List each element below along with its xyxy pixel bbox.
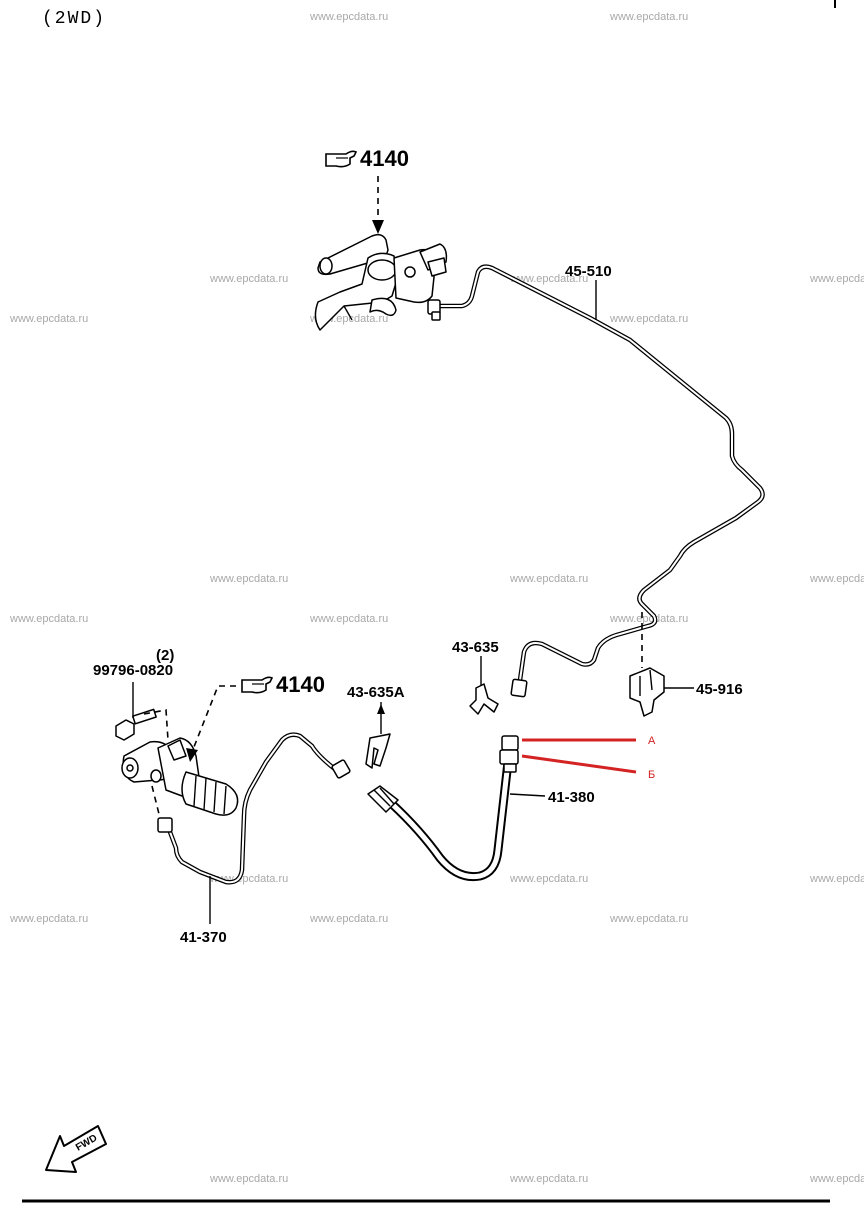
watermark: www.epcdata.ru [609,913,688,925]
part-label-99796-0820[interactable]: 99796-0820 [93,662,173,679]
watermark: www.epcdata.ru [309,913,388,925]
marker-label-a: А [648,735,656,747]
watermark: www.epcdata.ru [509,873,588,885]
watermark: www.epcdata.ru [9,613,88,625]
arrowhead [372,220,384,234]
watermark: www.epcdata.ru [809,573,864,585]
arrowhead [186,748,198,762]
part-label-43-635a[interactable]: 43-635A [347,684,405,701]
arrowhead [377,704,385,714]
bracket-45-916[interactable] [629,667,665,717]
pipe-41-370[interactable] [157,732,351,885]
release-cylinder[interactable] [121,737,239,816]
watermark: www.epcdata.ru [609,313,688,325]
hand-pointer-icon [325,150,358,168]
watermark-layer: www.epcdata.ru www.epcdata.ru www.epcdat… [9,11,864,1185]
watermark: www.epcdata.ru [509,273,588,285]
marker-line-b [521,754,637,774]
watermark: www.epcdata.ru [509,1173,588,1185]
watermark: www.epcdata.ru [9,913,88,925]
watermark: www.epcdata.ru [209,1173,288,1185]
part-label-43-635[interactable]: 43-635 [452,639,499,656]
part-label-41-380[interactable]: 41-380 [548,789,595,806]
part-label-41-370[interactable]: 41-370 [180,929,227,946]
marker-label-b: Б [648,769,655,781]
part-label-45-510[interactable]: 45-510 [565,263,612,280]
diagram-variant-label: (2WD) [42,9,106,29]
watermark: www.epcdata.ru [609,613,688,625]
master-cylinder[interactable] [314,233,448,331]
part-qty-bolt: (2) [156,647,174,664]
watermark: www.epcdata.ru [209,573,288,585]
fwd-arrow-icon [45,1125,107,1173]
leader-4140-bottom [191,685,236,753]
part-ref-4140-bottom[interactable]: 4140 [276,672,325,697]
hand-pointer-icon [241,676,274,694]
watermark: www.epcdata.ru [9,313,88,325]
watermark: www.epcdata.ru [209,273,288,285]
part-label-45-916[interactable]: 45-916 [696,681,743,698]
part-ref-4140-top[interactable]: 4140 [360,146,409,171]
watermark: www.epcdata.ru [809,273,864,285]
leader-dashed-bolt [143,709,169,741]
pipe-45-510[interactable] [427,264,765,698]
bolt-99796-0820[interactable] [115,708,157,741]
watermark: www.epcdata.ru [309,613,388,625]
hose-41-380[interactable] [367,735,519,882]
clip-43-635[interactable] [469,683,499,715]
watermark: www.epcdata.ru [809,873,864,885]
clip-43-635a[interactable] [365,733,391,769]
leader-dashed-cylinder [151,785,161,819]
watermark: www.epcdata.ru [809,1173,864,1185]
watermark: www.epcdata.ru [609,11,688,23]
watermark: www.epcdata.ru [509,573,588,585]
leader-41-380 [509,793,546,797]
watermark: www.epcdata.ru [309,11,388,23]
